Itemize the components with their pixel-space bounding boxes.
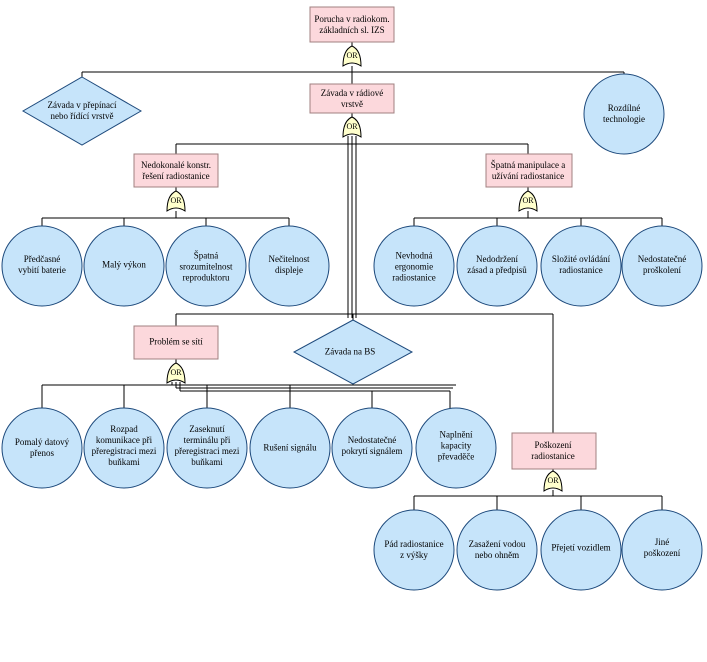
rozpad-komunikace-label: Rozpad komunikace při přeregistraci mezi…: [91, 424, 157, 467]
necitelnost-displeje-circle: [248, 225, 330, 307]
nedokonale-reseni-label: Nedokonalé konstr. řešení radiostanice: [141, 160, 211, 181]
slozite-ovladani-label: Složité ovládání radiostanice: [551, 254, 611, 275]
pad-radiostanice-label: Pád radiostanice z výšky: [384, 539, 444, 560]
zavada-na-bs-diamond: [292, 319, 414, 385]
prejeti-vozidlem-label: Přejetí vozidlem: [551, 542, 611, 553]
nevhodna-ergonomie-label: Nevhodná ergonomie radiostanice: [392, 250, 436, 283]
zasazeni-vodou-label: Zasažení vodou nebo ohněm: [468, 539, 526, 560]
rozpad-komunikace-circle: [83, 407, 165, 489]
spatna-manipulace-label: Špatná manipulace a užívání radiostanice: [490, 160, 566, 181]
slozite-ovladani-circle: [540, 225, 622, 307]
zavada-prepinaci-label: Závada v přepínací nebo řídící vrstvě: [47, 100, 117, 121]
necitelnost-displeje-label: Nečitelnost displeje: [268, 254, 310, 275]
pad-radiostanice-circle: [373, 509, 455, 591]
zasazeni-vodou-circle: [456, 509, 538, 591]
nedokonale-reseni-box: [133, 153, 219, 188]
zaseknuti-terminalu-label: Zaseknutí terminálu při přeregistraci me…: [174, 424, 240, 467]
nedostatecne-proskoleni-label: Nedostatečné proškolení: [637, 254, 687, 275]
or-gate-manipulace: [518, 190, 538, 212]
zaseknuti-terminalu-circle: [166, 407, 248, 489]
problem-se-siti-label: Problém se sítí: [149, 336, 203, 347]
jine-poskozeni-circle: [621, 509, 703, 591]
spatna-srozumitelnost-circle: [165, 225, 247, 307]
spatna-srozumitelnost-label: Špatná srozumitelnost reproduktoru: [179, 250, 233, 283]
or-gate-nedokonale-label: OR: [170, 196, 182, 205]
problem-se-siti-box: [133, 325, 219, 360]
rozdilne-technologie-label: Rozdílné technologie: [603, 103, 645, 124]
nedodrzeni-zasad-circle: [456, 225, 538, 307]
nedodrzeni-zasad-label: Nedodržení zásad a předpisů: [467, 254, 527, 275]
maly-vykon-label: Malý výkon: [102, 259, 146, 270]
or-gate-radiove-label: OR: [346, 122, 358, 131]
ruseni-signalu-label: Rušení signálu: [263, 442, 317, 453]
top-event-label: Porucha v radiokom. základních sl. IZS: [314, 14, 390, 35]
or-gate-nedokonale: [166, 190, 186, 212]
maly-vykon-circle: [83, 225, 165, 307]
nedostatecne-pokryti-circle: [331, 407, 413, 489]
or-gate-poskozeni-label: OR: [547, 476, 559, 485]
or-gate-top: [342, 45, 362, 67]
nedostatecne-proskoleni-circle: [621, 225, 703, 307]
pomaly-prenos-circle: [1, 407, 83, 489]
or-gate-top-label: OR: [346, 51, 358, 60]
poskozeni-radiostanice-box: [511, 432, 597, 470]
prejeti-vozidlem-circle: [540, 509, 622, 591]
zavada-na-bs-label: Závada na BS: [324, 346, 376, 357]
zavada-radiove-label: Závada v rádiové vrstvě: [320, 88, 384, 109]
or-gate-poskozeni: [543, 470, 563, 492]
top-event-box: [309, 6, 395, 43]
or-gate-manipulace-label: OR: [522, 196, 534, 205]
nedostatecne-pokryti-label: Nedostatečné pokrytí signálem: [341, 435, 403, 456]
predcasne-vybiti-label: Předčasné vybití baterie: [18, 254, 66, 275]
rozdilne-technologie-circle: [583, 73, 665, 155]
zavada-radiove-box: [309, 83, 395, 114]
spatna-manipulace-box: [485, 153, 573, 188]
nevhodna-ergonomie-circle: [373, 225, 455, 307]
ruseni-signalu-circle: [249, 407, 331, 489]
naplneni-kapacity-circle: [415, 407, 497, 489]
predcasne-vybiti-circle: [1, 225, 83, 307]
or-gate-radiove: [342, 116, 362, 138]
jine-poskozeni-label: Jiné poškození: [643, 537, 681, 558]
or-gate-siti: [166, 362, 186, 384]
zavada-prepinaci-diamond: [21, 76, 143, 146]
poskozeni-radiostanice-label: Poškození radiostanice: [531, 440, 575, 461]
naplneni-kapacity-label: Naplnění kapacity převaděče: [437, 429, 475, 462]
pomaly-prenos-label: Pomalý datový přenos: [14, 437, 70, 458]
or-gate-siti-label: OR: [170, 368, 182, 377]
